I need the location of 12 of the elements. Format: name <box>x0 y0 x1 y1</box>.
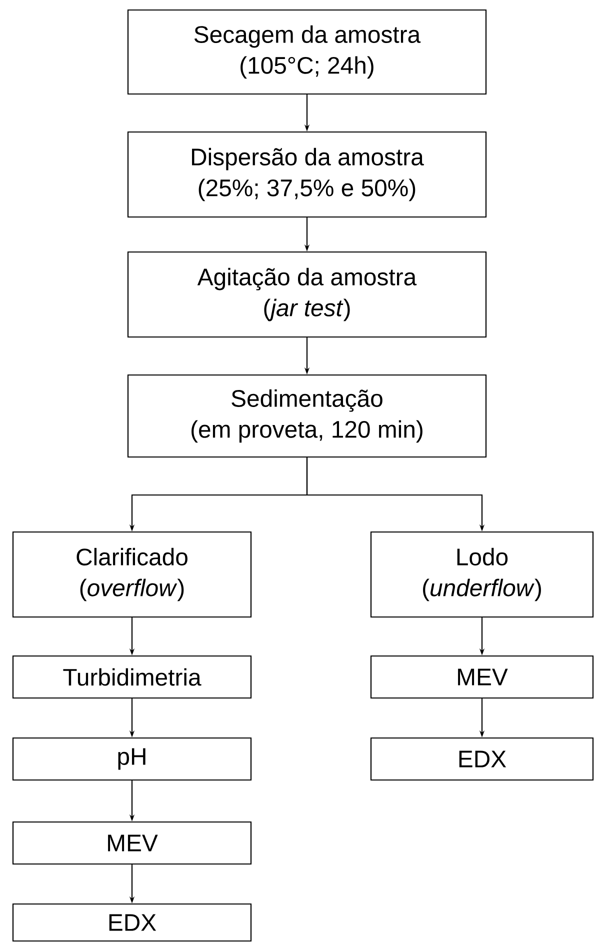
process-box: EDX <box>370 737 594 781</box>
process-box: MEV <box>12 821 252 865</box>
process-box: pH <box>12 737 252 781</box>
process-box: Lodo (underflow) <box>370 531 594 618</box>
process-box: MEV <box>370 655 594 699</box>
process-box: Dispersão da amostra (25%; 37,5% e 50%) <box>127 131 487 218</box>
process-box: Clarificado (overflow) <box>12 531 252 618</box>
process-box: EDX <box>12 903 252 942</box>
process-box: Sedimentação (em proveta, 120 min) <box>127 374 487 458</box>
process-box: Agitação da amostra (jar test) <box>127 251 487 338</box>
process-box: Turbidimetria <box>12 655 252 699</box>
process-box: Secagem da amostra (105°C; 24h) <box>127 9 487 95</box>
